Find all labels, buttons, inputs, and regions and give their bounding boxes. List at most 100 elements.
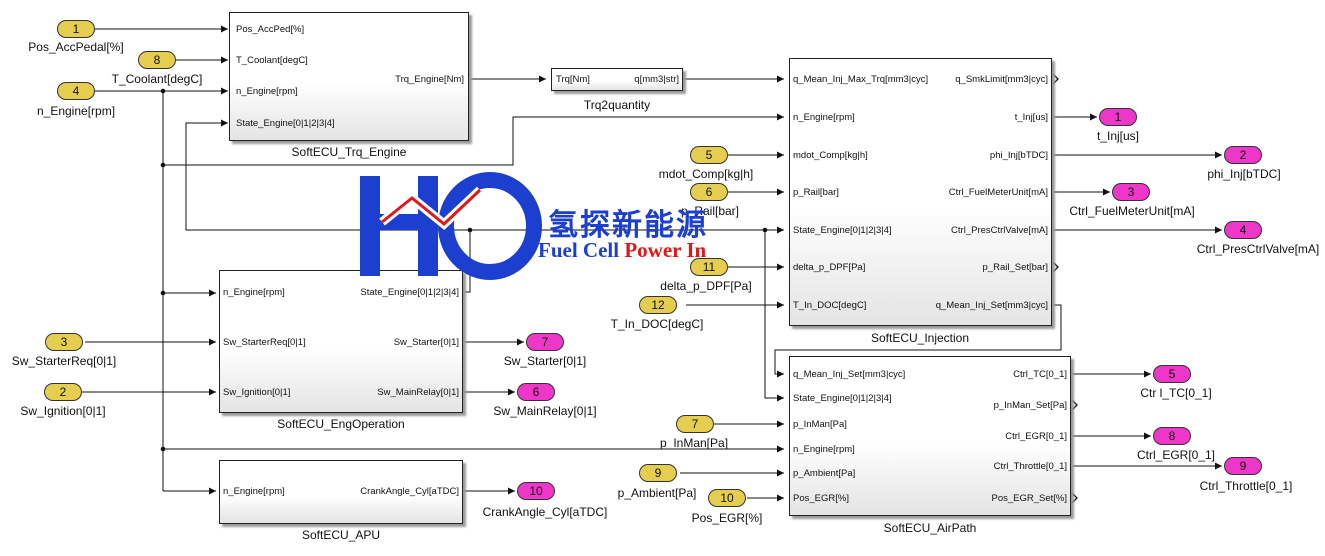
outport-t-inj[interactable]: 1	[1099, 108, 1137, 126]
inport-label-t-in-doc: T_In_DOC[degC]	[610, 317, 704, 331]
port-in-trq: Trq[Nm]	[556, 74, 590, 85]
port-in-state-engine: State_Engine[0|1|2|3|4]	[236, 118, 335, 129]
watermark-cn-text: 氢探新能源	[548, 208, 708, 243]
port-out-pos-egr-set: Pos_EGR_Set[%]	[991, 493, 1067, 504]
outport-label-sw-mainrelay: Sw_MainRelay[0|1]	[493, 404, 597, 418]
outport-label-phi-inj: phi_Inj[bTDC]	[1207, 167, 1281, 181]
inport-label-p-ambient: p_Ambient[Pa]	[617, 486, 697, 500]
port-out-q-smklimit: q_SmkLimit[mm3|cyc]	[955, 74, 1048, 85]
port-in-n-engine: n_Engine[rpm]	[223, 486, 285, 497]
port-out-t-inj: t_Inj[us]	[1014, 112, 1048, 123]
port-out-ctrl-throttle: Ctrl_Throttle[0_1]	[993, 461, 1067, 472]
inport-p-inman[interactable]: 7	[676, 415, 714, 433]
port-out-trq-engine: Trq_Engine[Nm]	[395, 74, 464, 85]
block-softecu-apu[interactable]	[219, 460, 463, 524]
port-out-ctrl-fuelmeterunit: Ctrl_FuelMeterUnit[mA]	[948, 187, 1048, 198]
block-softecu-injection[interactable]	[789, 58, 1052, 326]
block-softecu-airpath[interactable]	[789, 356, 1071, 516]
block-name-injection: SoftECU_Injection	[870, 331, 970, 345]
inport-mdot-comp[interactable]: 5	[690, 146, 728, 164]
inport-p-ambient[interactable]: 9	[639, 464, 677, 482]
outport-label-ctrl-egr: Ctrl_EGR[0_1]	[1136, 448, 1216, 462]
port-out-phi-inj: phi_Inj[bTDC]	[989, 150, 1048, 161]
port-out-q-mean-inj-set: q_Mean_Inj_Set[mm3|cyc]	[935, 300, 1048, 311]
port-in-t-coolant: T_Coolant[degC]	[236, 55, 308, 66]
port-out-ctrl-presctrlvalve: Ctrl_PresCtrlValve[mA]	[951, 225, 1048, 236]
inport-label-pos-egr: Pos_EGR[%]	[691, 511, 763, 525]
port-in-pos-accped: Pos_AccPed[%]	[236, 24, 305, 35]
port-out-ctrl-egr: Ctrl_EGR[0_1]	[1005, 431, 1067, 442]
port-in-sw-starterreq: Sw_StarterReq[0|1]	[223, 337, 306, 348]
port-in-n-engine: n_Engine[rpm]	[793, 112, 855, 123]
outport-crankangle-cyl[interactable]: 10	[517, 482, 555, 500]
inport-label-p-rail: p_Rail[bar]	[680, 204, 740, 218]
port-out-state-engine: State_Engine[0|1|2|3|4]	[360, 287, 459, 298]
outport-label-ctrl-tc: Ctr l_TC[0_1]	[1140, 386, 1212, 400]
port-out-sw-mainrelay: Sw_MainRelay[0|1]	[377, 387, 459, 398]
inport-sw-starterreq[interactable]: 3	[45, 333, 83, 351]
port-in-n-engine: n_Engine[rpm]	[793, 444, 855, 455]
port-in-sw-ignition: Sw_Ignition[0|1]	[223, 387, 291, 398]
port-out-p-rail-set: p_Rail_Set[bar]	[982, 262, 1048, 273]
outport-sw-mainrelay[interactable]: 6	[517, 383, 555, 401]
port-in-p-rail: p_Rail[bar]	[793, 187, 839, 198]
port-in-n-engine: n_Engine[rpm]	[236, 86, 298, 97]
inport-pos-egr[interactable]: 10	[708, 489, 746, 507]
outport-phi-inj[interactable]: 2	[1224, 146, 1262, 164]
port-in-state-engine: State_Engine[0|1|2|3|4]	[793, 225, 892, 236]
outport-ctrl-egr[interactable]: 8	[1153, 427, 1191, 445]
block-name-trq-engine: SoftECU_Trq_Engine	[291, 145, 407, 159]
inport-label-pos-accpedal: Pos_AccPedal[%]	[28, 40, 124, 54]
port-out-p-inman-set: p_InMan_Set[Pa]	[993, 400, 1067, 411]
outport-label-crankangle-cyl: CrankAngle_Cyl[aTDC]	[482, 505, 608, 519]
inport-label-n-engine: n_Engine[rpm]	[36, 104, 116, 118]
port-in-state-engine: State_Engine[0|1|2|3|4]	[793, 393, 892, 404]
port-in-t-in-doc: T_In_DOC[degC]	[793, 300, 867, 311]
inport-pos-accpedal[interactable]: 1	[57, 20, 95, 38]
inport-label-t-coolant: T_Coolant[degC]	[111, 72, 203, 86]
inport-t-coolant[interactable]: 8	[138, 51, 176, 69]
block-name-trq2quantity: Trq2quantity	[583, 98, 651, 112]
outport-label-t-inj: t_Inj[us]	[1096, 129, 1140, 143]
inport-t-in-doc[interactable]: 12	[639, 296, 677, 314]
block-trq2quantity[interactable]	[551, 68, 683, 91]
inport-label-delta-p-dpf: delta_p_DPF[Pa]	[660, 279, 752, 293]
block-name-engoperation: SoftECU_EngOperation	[277, 417, 405, 431]
port-out-crankangle-cyl: CrankAngle_Cyl[aTDC]	[360, 486, 459, 497]
port-in-p-ambient: p_Ambient[Pa]	[793, 468, 856, 479]
port-in-q-mean-inj-max-trq: q_Mean_Inj_Max_Trq[mm3|cyc]	[793, 74, 929, 85]
block-name-airpath: SoftECU_AirPath	[883, 521, 977, 535]
inport-n-engine[interactable]: 4	[57, 82, 95, 100]
port-out-sw-starter: Sw_Starter[0|1]	[393, 337, 459, 348]
outport-ctrl-throttle[interactable]: 9	[1224, 457, 1262, 475]
outport-ctrl-presctrlvalve[interactable]: 4	[1224, 221, 1262, 239]
outport-label-sw-starter: Sw_Starter[0|1]	[503, 354, 587, 368]
port-in-mdot-comp: mdot_Comp[kg|h]	[793, 150, 868, 161]
inport-label-mdot-comp: mdot_Comp[kg|h]	[658, 167, 754, 181]
watermark-en-red: Power In	[624, 238, 707, 262]
outport-label-ctrl-presctrlvalve: Ctrl_PresCtrlValve[mA]	[1196, 242, 1320, 256]
port-in-q-mean-inj-set: q_Mean_Inj_Set[mm3|cyc]	[793, 369, 906, 380]
inport-sw-ignition[interactable]: 2	[44, 383, 82, 401]
block-name-apu: SoftECU_APU	[301, 528, 381, 542]
block-softecu-trq-engine[interactable]	[229, 12, 469, 141]
block-softecu-engoperation[interactable]	[219, 270, 463, 413]
inport-delta-p-dpf[interactable]: 11	[690, 258, 728, 276]
inport-label-p-inman: p_InMan[Pa]	[659, 436, 729, 450]
watermark-en-blue: Fuel Cell	[538, 238, 620, 262]
port-in-pos-egr: Pos_EGR[%]	[793, 493, 849, 504]
outport-ctrl-tc[interactable]: 5	[1153, 365, 1191, 383]
outport-label-ctrl-fuelmeterunit: Ctrl_FuelMeterUnit[mA]	[1069, 204, 1195, 218]
port-in-delta-p-dpf: delta_p_DPF[Pa]	[793, 262, 866, 273]
watermark-en-text: Fuel Cell Power In	[538, 238, 706, 263]
outport-label-ctrl-throttle: Ctrl_Throttle[0_1]	[1199, 479, 1293, 493]
port-in-n-engine: n_Engine[rpm]	[223, 287, 285, 298]
port-out-ctrl-tc: Ctrl_TC[0_1]	[1013, 369, 1067, 380]
watermark-logo	[360, 172, 542, 280]
port-in-p-inman: p_InMan[Pa]	[793, 419, 847, 430]
outport-ctrl-fuelmeterunit[interactable]: 3	[1112, 183, 1150, 201]
outport-sw-starter[interactable]: 7	[526, 333, 564, 351]
inport-p-rail[interactable]: 6	[690, 183, 728, 201]
